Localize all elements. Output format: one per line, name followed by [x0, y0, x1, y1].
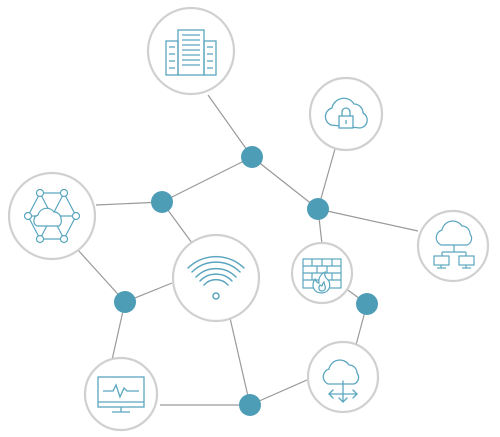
node-building [146, 6, 236, 96]
cloud-transfer-icon [322, 359, 360, 403]
node-wifi [171, 233, 261, 323]
hub-top [241, 146, 263, 168]
edge-hub-right-cloud-hierarchy [317, 208, 419, 232]
monitor-pulse-icon [97, 376, 145, 413]
office-building-icon [165, 29, 217, 76]
cloud-hierarchy-icon [433, 220, 475, 269]
node-cloud-hierarchy [416, 209, 490, 283]
edge-building-hub-top [207, 94, 253, 158]
node-cloud-lock [308, 76, 384, 152]
firewall-icon [302, 258, 342, 294]
node-firewall [290, 241, 354, 305]
node-cloud-lock-circle [308, 76, 384, 152]
wifi-icon [187, 255, 245, 300]
edge-hub-left-mid-cloud-network-mesh [95, 201, 163, 206]
hub-bottom [239, 394, 261, 416]
hub-right [307, 198, 329, 220]
node-cloud-network-mesh [7, 171, 97, 261]
hub-firewall-right [356, 293, 378, 315]
cloud-lock-icon [324, 97, 368, 129]
edge-wifi-hub-bottom [229, 317, 251, 406]
hub-left-mid [151, 191, 173, 213]
cloud-network-mesh-icon [23, 188, 81, 244]
node-cloud-transfer-circle [306, 340, 380, 414]
edge-hub-top-hub-right [251, 156, 319, 210]
edge-hub-top-hub-left-mid [161, 156, 253, 203]
node-cloud-transfer [306, 340, 380, 414]
hub-left-low [114, 291, 136, 313]
node-monitor-pulse [83, 356, 159, 432]
hubs [114, 146, 378, 416]
node-building-circle [146, 6, 236, 96]
node-cloud-hierarchy-circle [416, 209, 490, 283]
edge-cloud-network-mesh-hub-left-low [77, 249, 126, 303]
node-wifi-circle [171, 233, 261, 323]
